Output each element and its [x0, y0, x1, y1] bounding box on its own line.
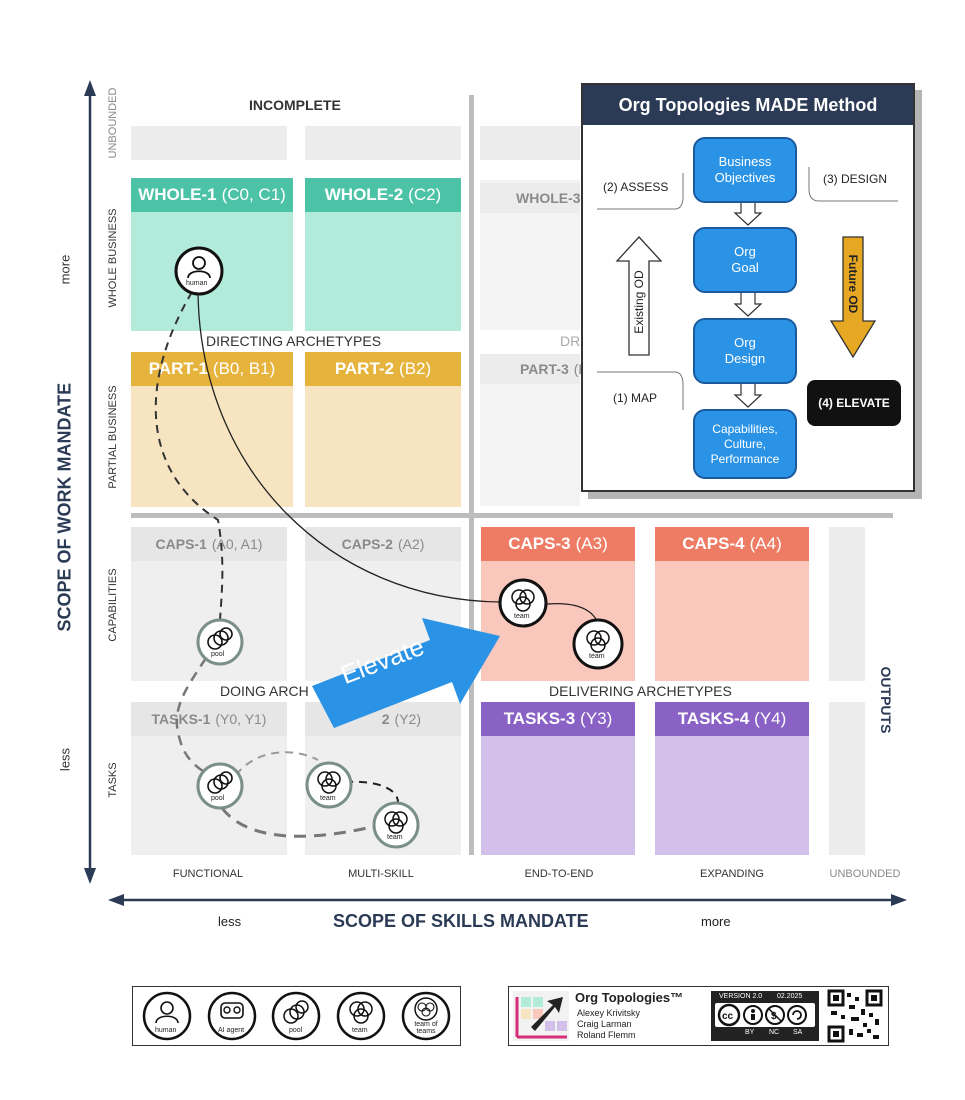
org-design-label: Org Design [724, 334, 766, 366]
delivering-archetypes-label: DELIVERING ARCHETYPES [549, 683, 732, 699]
tasks-3-header: TASKS-3(Y3) [481, 702, 635, 736]
journey-paths [154, 291, 599, 838]
x-axis-title: SCOPE OF SKILLS MANDATE [333, 911, 589, 931]
vertical-divider [469, 95, 474, 855]
horizontal-divider [131, 513, 893, 518]
part-3-header: PART-3(B [480, 354, 588, 384]
legend-icons [142, 991, 451, 1041]
made-method-title: Org Topologies MADE Method [583, 85, 913, 125]
elevate-step-button: (4) ELEVATE [807, 380, 901, 426]
caps-4-header: CAPS-4(A4) [655, 527, 809, 561]
caps-3-header: CAPS-3(A3) [481, 527, 635, 561]
org-goal-label: Org Goal [731, 243, 759, 275]
x-axis-more: more [701, 914, 731, 929]
version-date: 02.2025 [777, 993, 803, 1000]
existing-od-label: Existing OD [632, 270, 646, 334]
pool-icon-label: pool [211, 651, 225, 658]
unbounded-cell-1 [131, 126, 287, 160]
team-icon-label: team [320, 795, 336, 802]
author-3: Roland Flemm [577, 1030, 636, 1040]
capabilities-box: Capabilities, Culture, Performance [693, 409, 797, 479]
license-code-by: BY [745, 1029, 755, 1036]
directing-archetypes-label: DIRECTING ARCHETYPES [206, 333, 382, 349]
legend-label-pool: pool [289, 1027, 303, 1034]
tasks-unbounded-cell [829, 702, 865, 855]
incomplete-label: INCOMPLETE [249, 97, 341, 113]
legend-label-team-of-teams: team of teams [414, 1021, 438, 1035]
org-goal-box: Org Goal [693, 227, 797, 293]
team-icon [497, 577, 549, 634]
caps-unbounded-cell [829, 527, 865, 681]
team-icon [370, 799, 422, 856]
whole-2-header: WHOLE-2(C2) [305, 178, 461, 212]
legend-label-team: team [352, 1027, 368, 1034]
business-objectives-box: Business Objectives [693, 137, 797, 203]
part-1-header: PART-1(B0, B1) [131, 352, 293, 386]
team-icon [571, 617, 625, 676]
team-icon-label: team [514, 613, 530, 620]
caps-1-header: CAPS-1(A0, A1) [131, 527, 287, 561]
brand-name: Org Topologies™ [575, 990, 684, 1005]
unbounded-cell-2 [305, 126, 461, 160]
map-label: (1) MAP [613, 391, 658, 405]
col-label-multi-skill: MULTI-SKILL [348, 868, 414, 880]
caps-2-header: CAPS-2(A2) [305, 527, 461, 561]
qr-code-icon [827, 989, 883, 1043]
tasks-1-header: TASKS-1(Y0, Y1) [131, 702, 287, 736]
team-icon-label: team [589, 653, 605, 660]
legend-label-human: human [155, 1027, 177, 1034]
whole-1-header: WHOLE-1(C0, C1) [131, 178, 293, 212]
author-2: Craig Larman [577, 1019, 632, 1029]
version-label: VERSION 2.0 [719, 993, 763, 1000]
pool-icon-label: pool [211, 795, 225, 802]
made-connectors [597, 167, 898, 410]
cc-license-icons: cc $ [715, 1003, 815, 1027]
col-label-end-to-end: END-TO-END [524, 868, 594, 880]
license-code-nc: NC [769, 1029, 780, 1036]
human-icon [173, 245, 225, 302]
directing-archetypes-partial-label: DR [560, 333, 581, 349]
col-label-functional: FUNCTIONAL [172, 868, 244, 880]
human-icon-label: human [186, 280, 208, 287]
cc-icon: cc $ [717, 1003, 807, 1027]
svg-text:cc: cc [722, 1011, 734, 1022]
assess-label: (2) ASSESS [603, 180, 669, 194]
icon-legend: human AI agent pool team team of teams [132, 986, 461, 1046]
part-2-header: PART-2(B2) [305, 352, 461, 386]
x-axis-less: less [218, 914, 242, 929]
whole-3-header: WHOLE-3(C [480, 183, 600, 213]
unbounded-cell-3 [480, 126, 580, 160]
org-topologies-logo [513, 991, 569, 1041]
version-badge: VERSION 2.0 02.2025 cc $ BY NC SA [711, 991, 819, 1041]
license-code-sa: SA [793, 1029, 803, 1036]
org-design-box: Org Design [693, 318, 797, 384]
design-label: (3) DESIGN [823, 172, 888, 186]
business-objectives-label: Business Objectives [714, 153, 776, 185]
tasks-4-header: TASKS-4(Y4) [655, 702, 809, 736]
pool-icon [194, 760, 246, 817]
made-method-panel: Org Topologies MADE Method Business Obje… [581, 83, 915, 492]
team-icon [303, 759, 355, 816]
author-1: Alexey Krivitsky [577, 1008, 641, 1018]
axes [84, 80, 907, 906]
pool-icon [194, 616, 246, 673]
doing-archetypes-label: DOING ARCH [220, 683, 309, 699]
future-od-label: Future OD [846, 254, 860, 314]
legend-label-ai-agent: AI agent [218, 1027, 245, 1034]
capabilities-label: Capabilities, Culture, Performance [710, 421, 780, 466]
elevate-arrow [312, 618, 500, 728]
team-icon-label: team [387, 834, 403, 841]
col-label-unbounded: UNBOUNDED [829, 868, 901, 880]
col-label-expanding: EXPANDING [700, 868, 764, 880]
svg-text:$: $ [771, 1011, 777, 1022]
credits-panel: Org Topologies™ Alexey Krivitsky Craig L… [508, 986, 889, 1046]
